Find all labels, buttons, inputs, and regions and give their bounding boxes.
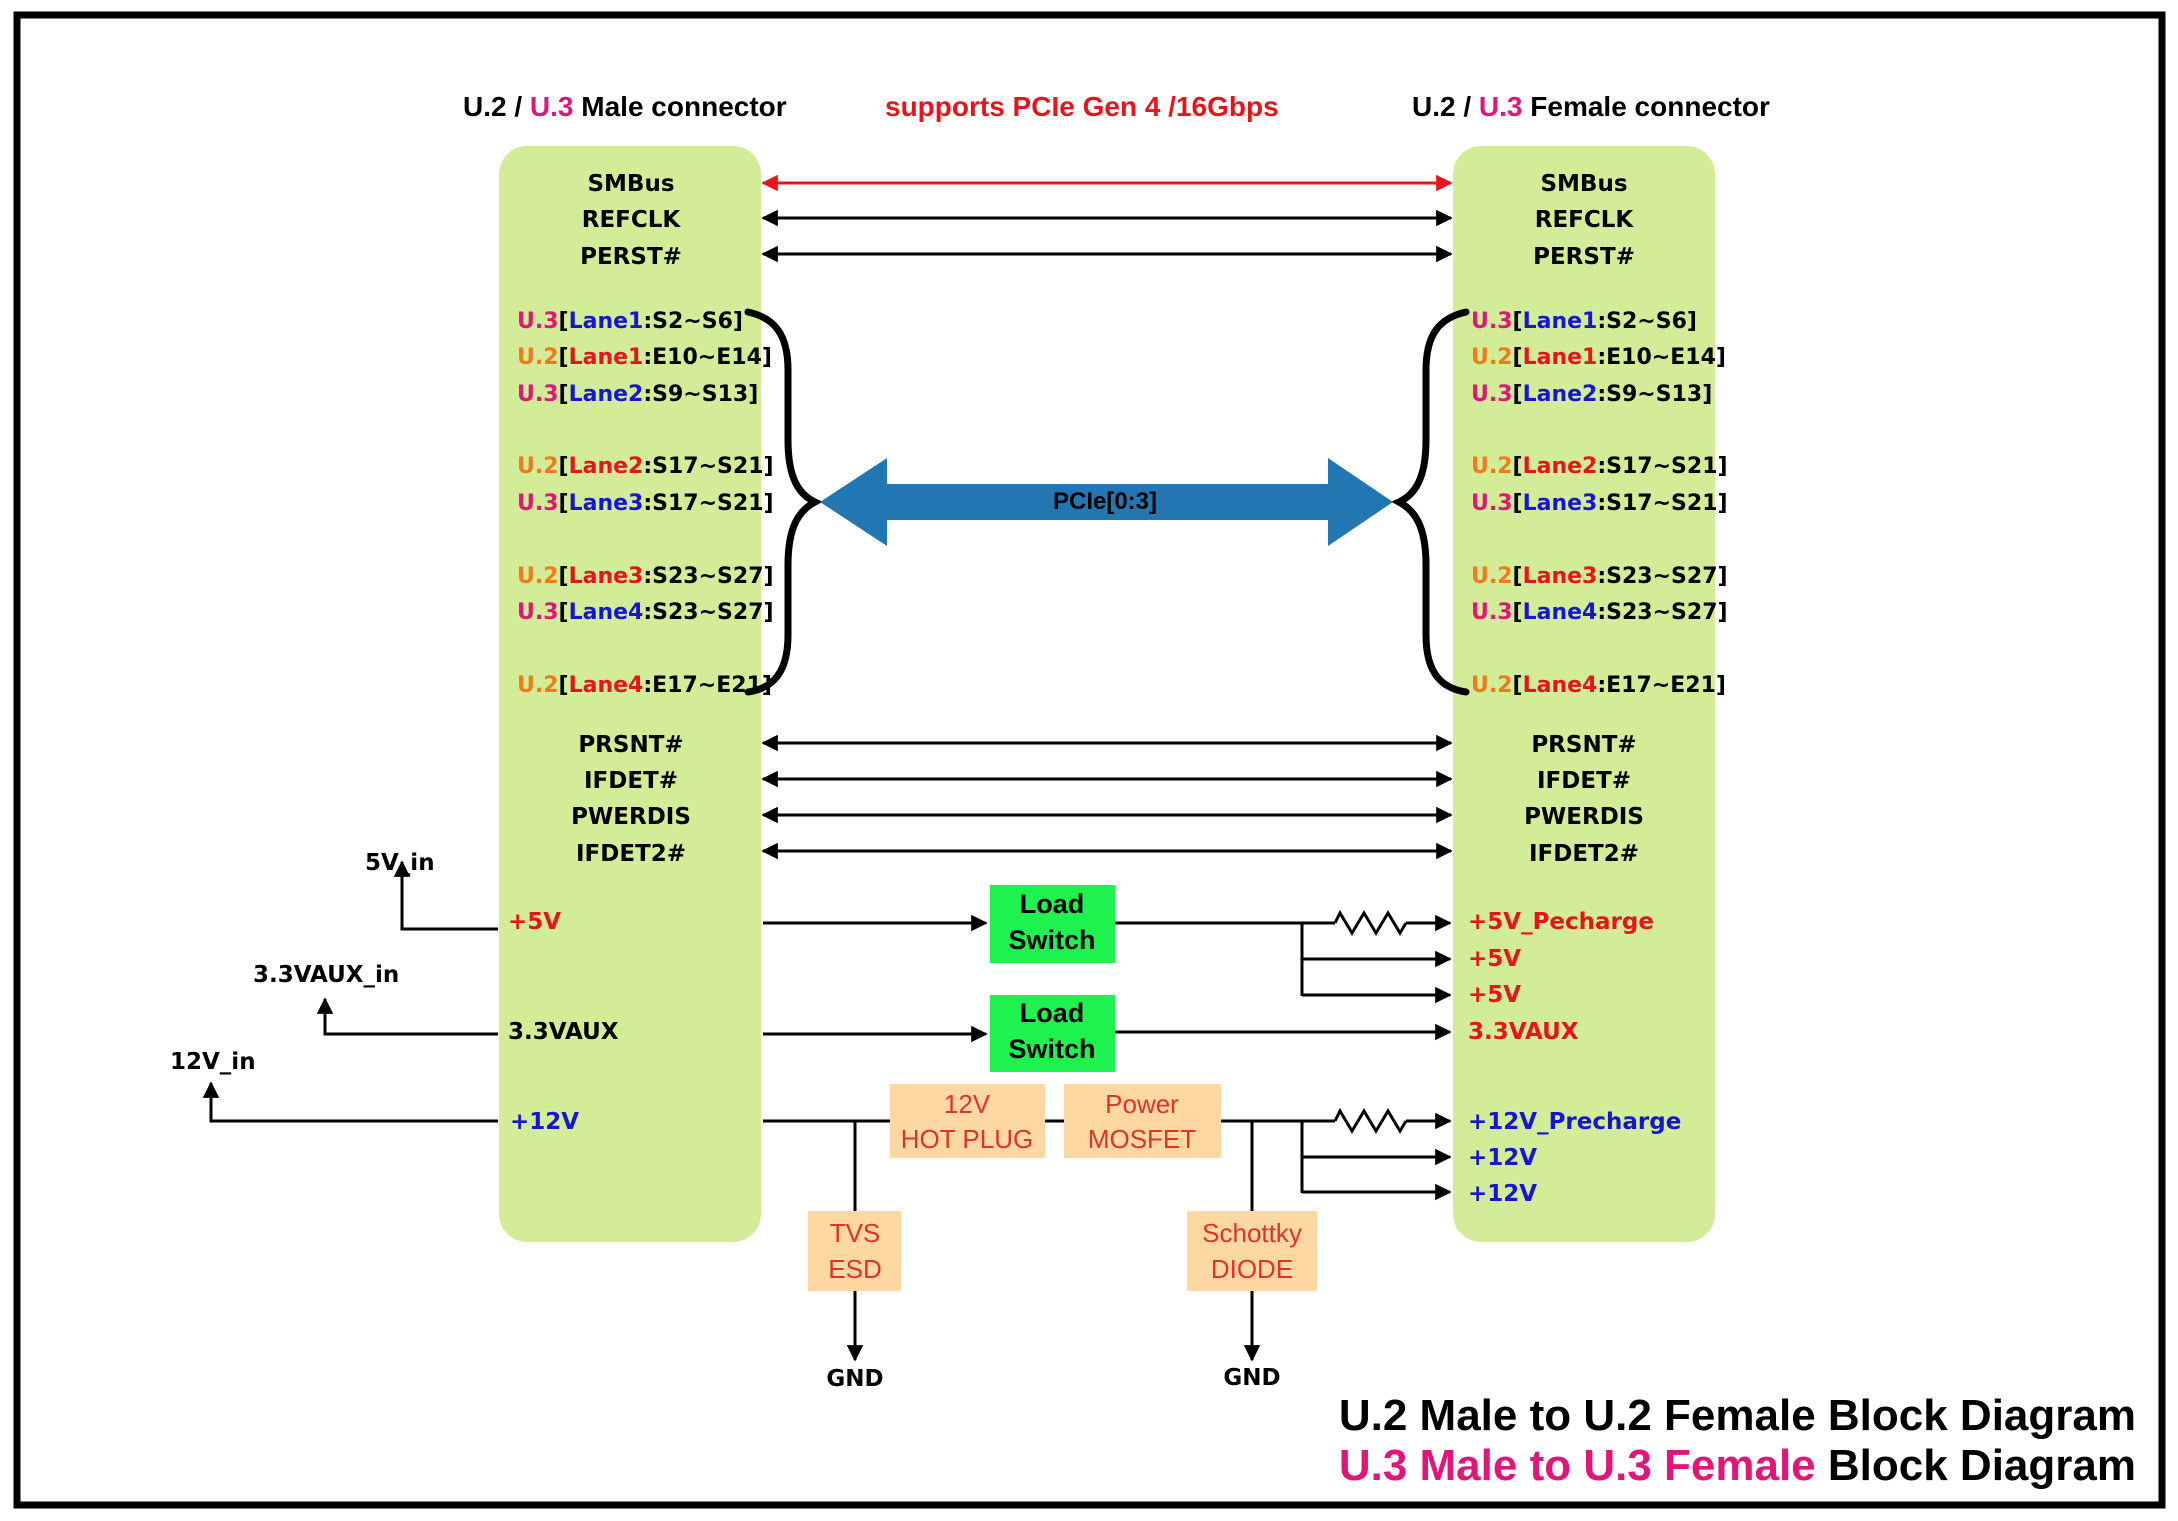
male-signal-pwerdis: PWERDIS — [571, 804, 691, 830]
male-connector-panel — [499, 146, 761, 1242]
resistor-12v-precharge — [1333, 1107, 1408, 1134]
input-12v-label: 12V_in — [170, 1049, 256, 1075]
input-12v-wire — [202, 1081, 498, 1123]
female-connector-panel — [1453, 146, 1715, 1242]
lane-label: U.3[Lane1:S2~S6] — [517, 309, 743, 334]
lane-label: U.2[Lane2:S17~S21] — [517, 454, 774, 479]
load-switch-5v — [990, 885, 1115, 963]
female-power-12v-precharge: +12V_Precharge — [1468, 1109, 1681, 1135]
female-power-5v-a: +5V — [1468, 946, 1521, 972]
lane-label: U.2[Lane1:E10~E14] — [517, 345, 772, 370]
diagram-title-u3: U.3 Male to U.3 Female Block Diagram — [1339, 1441, 2136, 1490]
female-power-3v3aux: 3.3VAUX — [1468, 1019, 1579, 1045]
lane-label: U.3[Lane2:S9~S13] — [1471, 382, 1712, 407]
female-signal-perst: PERST# — [1533, 244, 1635, 270]
load-switch-5v-line2: Switch — [1008, 925, 1095, 955]
male-power-3v3aux: 3.3VAUX — [508, 1019, 619, 1045]
male-lane-list: U.3[Lane1:S2~S6] U.2[Lane1:E10~E14] U.3[… — [517, 309, 774, 698]
gnd-label-schottky: GND — [1223, 1365, 1280, 1391]
load-switch-3v3-line1: Load — [1020, 998, 1085, 1028]
pcie-bus-label: PCIe[0:3] — [1053, 488, 1157, 515]
lane-label: U.2[Lane1:E10~E14] — [1471, 345, 1726, 370]
input-5v-label: 5V_in — [365, 850, 435, 876]
lane-label: U.2[Lane3:S23~S27] — [517, 564, 774, 589]
input-5v-wire — [393, 860, 498, 931]
hot-plug-line1: 12V — [944, 1089, 991, 1119]
lane-label: U.3[Lane1:S2~S6] — [1471, 309, 1697, 334]
female-signal-ifdet: IFDET# — [1537, 768, 1631, 794]
female-connector-heading: U.2 / U.3 Female connector — [1412, 91, 1770, 122]
load-switch-3v3-line2: Switch — [1008, 1034, 1095, 1064]
lane-label: U.2[Lane2:S17~S21] — [1471, 454, 1728, 479]
schottky-line1: Schottky — [1202, 1218, 1302, 1248]
female-power-5v-b: +5V — [1468, 982, 1521, 1008]
male-signal-ifdet2: IFDET2# — [576, 841, 686, 867]
power-mosfet-line2: MOSFET — [1088, 1124, 1196, 1154]
diagram-title-u2: U.2 Male to U.2 Female Block Diagram — [1339, 1391, 2136, 1440]
female-lane-list: U.3[Lane1:S2~S6] U.2[Lane1:E10~E14] U.3[… — [1471, 309, 1728, 698]
lane-label: U.3[Lane4:S23~S27] — [1471, 600, 1728, 625]
male-signal-prsnt: PRSNT# — [578, 732, 683, 758]
load-switch-5v-line1: Load — [1020, 889, 1085, 919]
female-signal-ifdet2: IFDET2# — [1529, 841, 1639, 867]
lane-label: U.3[Lane3:S17~S21] — [1471, 491, 1728, 516]
male-signal-ifdet: IFDET# — [584, 768, 678, 794]
signal-group-mid: PRSNT# IFDET# PWERDIS IFDET2# PRSNT# IFD… — [571, 732, 1644, 867]
resistor-5v-precharge — [1333, 909, 1408, 936]
input-3v3aux-wire — [316, 997, 498, 1036]
tvs-line2: ESD — [828, 1254, 881, 1284]
load-switch-3v3 — [990, 995, 1115, 1072]
male-signal-perst: PERST# — [580, 244, 682, 270]
female-power-5v-precharge: +5V_Pecharge — [1468, 909, 1654, 935]
female-signal-smbus: SMBus — [1540, 171, 1627, 197]
female-lane-brace — [1391, 308, 1470, 696]
gnd-label-tvs: GND — [826, 1366, 883, 1392]
lane-label: U.3[Lane2:S9~S13] — [517, 382, 758, 407]
lane-label: U.2[Lane4:E17~E21] — [1471, 673, 1726, 698]
schottky-line2: DIODE — [1211, 1254, 1293, 1284]
pcie-speed-note: supports PCIe Gen 4 /16Gbps — [885, 91, 1279, 122]
tvs-line1: TVS — [830, 1218, 881, 1248]
input-3v3aux-label: 3.3VAUX_in — [253, 962, 399, 988]
male-connector-heading: U.2 / U.3 Male connector — [463, 91, 787, 122]
tvs-esd-box — [808, 1211, 901, 1291]
signal-group-top: SMBus REFCLK PERST# SMBus REFCLK PERST# — [580, 171, 1635, 270]
male-power-12v: +12V — [510, 1109, 579, 1135]
male-signal-smbus: SMBus — [587, 171, 674, 197]
female-signal-prsnt: PRSNT# — [1531, 732, 1636, 758]
frame-border — [13, 11, 2166, 1509]
female-signal-refclk: REFCLK — [1535, 207, 1635, 233]
female-power-12v-b: +12V — [1468, 1181, 1537, 1207]
power-mosfet-box — [1064, 1084, 1221, 1158]
lane-label: U.3[Lane4:S23~S27] — [517, 600, 774, 625]
lane-label: U.2[Lane4:E17~E21] — [517, 673, 772, 698]
lane-label: U.3[Lane3:S17~S21] — [517, 491, 774, 516]
hot-plug-box — [890, 1084, 1045, 1158]
power-mosfet-line1: Power — [1105, 1089, 1179, 1119]
schottky-diode-box — [1187, 1211, 1317, 1291]
female-power-12v-a: +12V — [1468, 1145, 1537, 1171]
male-lane-brace — [744, 308, 823, 696]
lane-label: U.2[Lane3:S23~S27] — [1471, 564, 1728, 589]
male-power-5v: +5V — [508, 909, 561, 935]
pcie-bus-arrow — [820, 458, 1393, 546]
female-signal-pwerdis: PWERDIS — [1524, 804, 1644, 830]
hot-plug-line2: HOT PLUG — [901, 1124, 1033, 1154]
male-signal-refclk: REFCLK — [582, 207, 682, 233]
